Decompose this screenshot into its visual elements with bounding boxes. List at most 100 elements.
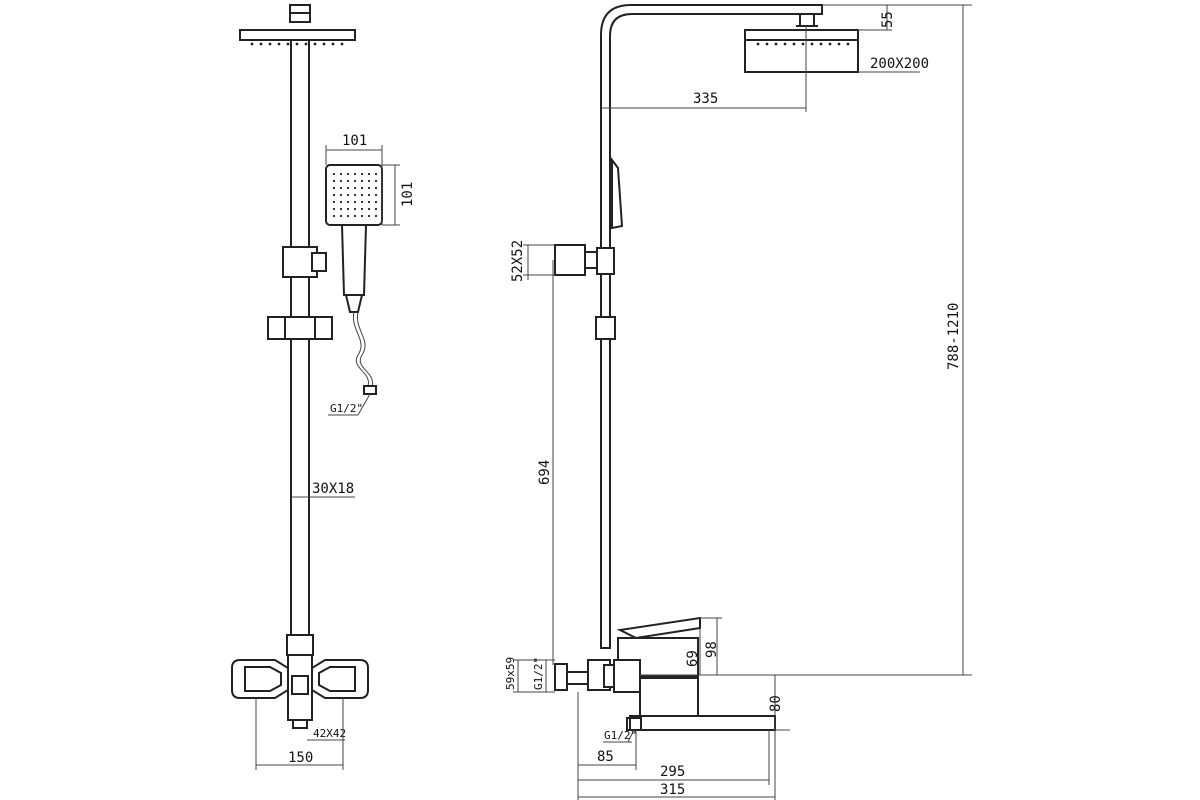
nozzle-dot — [332, 214, 336, 218]
front-width-label: 150 — [288, 750, 313, 766]
nozzle-dot — [367, 172, 371, 176]
nozzle-dot — [332, 186, 336, 190]
overhead-shower-side — [744, 13, 859, 73]
nozzle-dot — [828, 42, 832, 46]
inlet-thread-label: G1/2" — [532, 657, 545, 690]
spout-315-label: 315 — [660, 782, 685, 798]
nozzle-dot — [360, 200, 364, 204]
nozzle-dot — [374, 179, 378, 183]
nozzle-dot — [353, 200, 357, 204]
nozzle-dot — [322, 42, 326, 46]
nozzle-dot — [277, 42, 281, 46]
nozzle-dot — [353, 179, 357, 183]
dim-total-height: 788-1210 — [640, 4, 972, 676]
nozzle-dot — [367, 186, 371, 190]
nozzle-dot — [367, 214, 371, 218]
nozzle-dot — [331, 42, 335, 46]
spout-295-label: 295 — [660, 764, 685, 780]
nozzle-dot — [353, 172, 357, 176]
outlet-thread-label: G1/2" — [604, 729, 637, 742]
spout-height-label: 80 — [768, 695, 784, 712]
rail-height-label: 694 — [537, 460, 553, 485]
nozzle-dot — [360, 179, 364, 183]
dim-spout-height: 80 — [768, 675, 790, 731]
nozzle-dot — [332, 200, 336, 204]
dim-outlet-thread: G1/2" — [603, 729, 637, 743]
dim-handshower: 101 101 — [325, 133, 416, 226]
nozzle-dot — [360, 214, 364, 218]
nozzle-dot — [332, 172, 336, 176]
wall-bracket-front — [267, 316, 333, 340]
nozzle-dot — [801, 42, 805, 46]
nozzle-dot — [360, 193, 364, 197]
nozzle-dot — [792, 42, 796, 46]
nozzle-dot — [367, 193, 371, 197]
nozzle-dot — [339, 214, 343, 218]
nozzle-dot — [259, 42, 263, 46]
connector-size-label: 59x59 — [504, 657, 517, 690]
nozzle-dot — [367, 200, 371, 204]
nozzle-dot — [346, 193, 350, 197]
handshower-height-label: 101 — [400, 182, 416, 207]
arm-reach-label: 335 — [693, 91, 718, 107]
nozzle-dot — [374, 207, 378, 211]
nozzle-dot — [367, 207, 371, 211]
handshower-width-label: 101 — [342, 133, 367, 149]
mixer-front — [231, 634, 369, 729]
nozzle-dot — [374, 193, 378, 197]
nozzle-dot — [313, 42, 317, 46]
nozzle-dot — [783, 42, 787, 46]
nozzle-dot — [346, 179, 350, 183]
nozzle-dot — [765, 42, 769, 46]
nozzle-dot — [367, 179, 371, 183]
nozzle-dot — [846, 42, 850, 46]
nozzle-dot — [346, 207, 350, 211]
hand-shower — [325, 164, 383, 395]
dim-rail-height: 694 — [537, 260, 554, 665]
lever-height-label: 98 — [704, 641, 720, 658]
dim-inlet-thread: G1/2" — [532, 657, 547, 692]
nozzle-dot — [346, 186, 350, 190]
nozzle-dot — [374, 214, 378, 218]
dim-front-width: 150 — [255, 698, 344, 770]
handshower-side — [611, 157, 624, 230]
mixer-body-label: 42X42 — [313, 727, 346, 740]
rail-section-label: 30X18 — [312, 481, 354, 497]
dim-depth: 85 295 315 — [577, 692, 776, 800]
nozzle-dot — [340, 42, 344, 46]
dim-bracket-size: 52X52 — [510, 240, 555, 282]
nozzle-dot — [295, 42, 299, 46]
rail-clamp-side — [595, 316, 616, 340]
nozzle-dot — [339, 200, 343, 204]
nozzle-dot — [360, 172, 364, 176]
nozzle-dot — [353, 207, 357, 211]
overhead-height-label: 55 — [880, 11, 896, 28]
mixer-side — [554, 616, 776, 731]
nozzle-dot — [837, 42, 841, 46]
wall-bracket-side — [554, 244, 615, 276]
hose-thread-label: G1/2" — [330, 402, 363, 415]
lever-offset-label: 69 — [685, 650, 701, 667]
nozzle-dot — [374, 200, 378, 204]
nozzle-dot — [374, 186, 378, 190]
nozzle-dot — [346, 172, 350, 176]
nozzle-dot — [339, 179, 343, 183]
handshower-holder — [282, 246, 327, 278]
nozzle-dot — [332, 179, 336, 183]
nozzle-dot — [286, 42, 290, 46]
nozzle-dot — [353, 186, 357, 190]
dim-connector-size: 59x59 — [504, 657, 555, 693]
nozzle-dot — [353, 214, 357, 218]
nozzle-dot — [339, 193, 343, 197]
nozzle-dot — [346, 200, 350, 204]
nozzle-dot — [250, 42, 254, 46]
nozzle-dot — [819, 42, 823, 46]
side-view: 55 200X200 335 788-1210 52X52 694 — [504, 4, 972, 800]
nozzle-dot — [304, 42, 308, 46]
dim-hose-thread: G1/2" — [328, 393, 371, 416]
dim-rail-section: 30X18 — [291, 481, 355, 498]
dim-overhead-size: 200X200 — [858, 56, 929, 73]
dim-lever-height: 98 69 — [685, 617, 722, 676]
nozzle-dot — [346, 214, 350, 218]
nozzle-dot — [353, 193, 357, 197]
